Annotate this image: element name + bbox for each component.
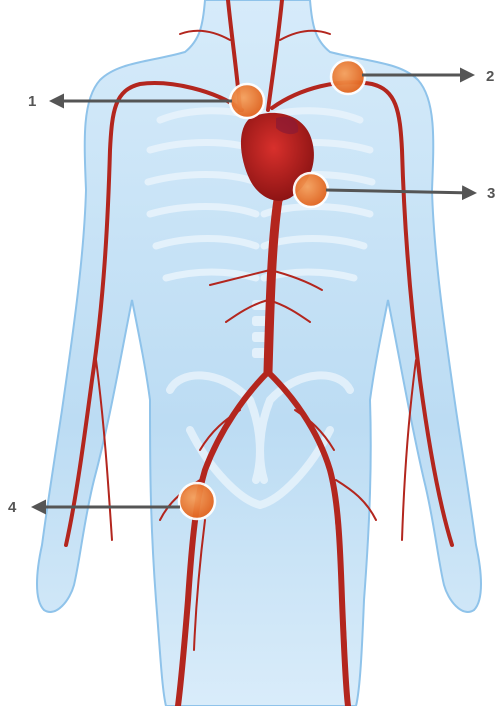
label-3: 3 (487, 185, 495, 202)
marker-2 (331, 60, 365, 94)
marker-3 (294, 173, 328, 207)
label-2: 2 (486, 68, 494, 85)
marker-4 (179, 483, 215, 519)
label-1: 1 (28, 93, 36, 110)
marker-1 (230, 84, 264, 118)
label-4: 4 (8, 499, 17, 516)
